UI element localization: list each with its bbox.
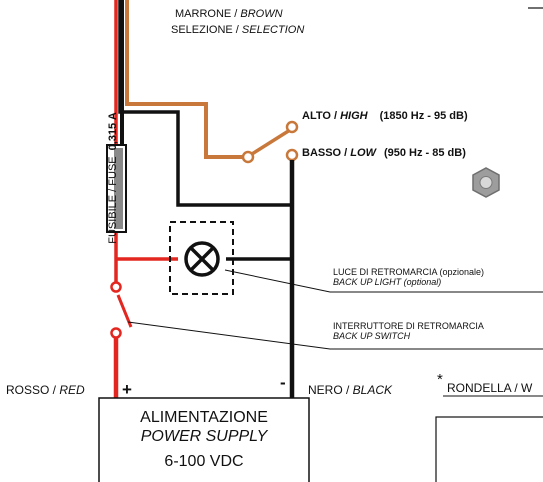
lamp-leader-line (224, 269, 543, 293)
switch-contact-top (110, 281, 122, 293)
low-label: BASSO / LOW (950 Hz - 85 dB) (302, 147, 466, 159)
lamp-cross-b (189, 246, 215, 272)
brown-wire (125, 0, 243, 159)
washer-label: RONDELLA / W (447, 381, 533, 395)
switch-leader-line (127, 321, 543, 350)
selection-it: SELEZIONE / (171, 24, 242, 36)
high-label: ALTO / HIGH (1850 Hz - 95 dB) (302, 110, 468, 122)
selector-pivot (241, 150, 255, 164)
nut-hole (479, 176, 493, 189)
brown-en: BROWN (240, 8, 283, 20)
high-en: HIGH (340, 110, 368, 122)
low-spec: (950 Hz - 85 dB) (383, 147, 466, 159)
minus-sign: - (280, 373, 286, 392)
backup-light-it: LUCE DI RETROMARCIA (opzionale) (333, 267, 485, 277)
high-it: ALTO / (302, 110, 341, 122)
power-supply-box (98, 397, 310, 482)
fuse-element (114, 148, 123, 229)
washer-asterisk: * (437, 371, 443, 388)
red-en: RED (59, 383, 85, 397)
high-spec: (1850 Hz - 95 dB) (379, 110, 468, 122)
power-supply-label: ALIMENTAZIONE POWER SUPPLY 6-100 VDC (99, 408, 309, 471)
fuse-label: FUSIBILE / FUSE 0,315 A (107, 93, 119, 263)
switch-contact-bottom (110, 327, 122, 339)
power-supply-voltage: 6-100 VDC (164, 453, 244, 470)
low-it: BASSO / (302, 147, 351, 159)
black-en: BLACK (352, 383, 393, 397)
power-supply-en: POWER SUPPLY (140, 428, 268, 445)
selection-label: SELEZIONE / SELECTION (171, 24, 304, 36)
red-it: ROSSO / (6, 383, 60, 397)
plus-sign: + (122, 380, 132, 399)
fuse-value: 0,315 A (107, 112, 119, 151)
black-it: NERO / (308, 383, 353, 397)
power-supply-it: ALIMENTAZIONE (140, 409, 268, 426)
low-en: LOW (350, 147, 376, 159)
red-wire-label: ROSSO / RED (6, 384, 85, 396)
black-wire-label: NERO / BLACK (308, 384, 392, 396)
brown-it: MARRONE / (175, 8, 241, 20)
high-contact (285, 120, 299, 134)
low-contact (285, 148, 299, 162)
partial-box (435, 416, 543, 482)
fuse-name: FUSIBILE / FUSE (107, 156, 119, 244)
selection-en: SELECTION (241, 24, 305, 36)
selector-lever (251, 128, 291, 156)
backup-light-en: BACK UP LIGHT (optional) (333, 277, 442, 287)
backup-light-label: LUCE DI RETROMARCIA (opzionale)BACK UP L… (333, 267, 484, 287)
black-common-wire (118, 0, 292, 207)
lamp-optional-box (169, 221, 234, 295)
brown-wire-label: MARRONE / BROWN (175, 8, 283, 20)
backup-switch-en: BACK UP SWITCH (333, 331, 411, 341)
backup-switch-it: INTERRUTTORE DI RETROMARCIA (333, 321, 484, 331)
